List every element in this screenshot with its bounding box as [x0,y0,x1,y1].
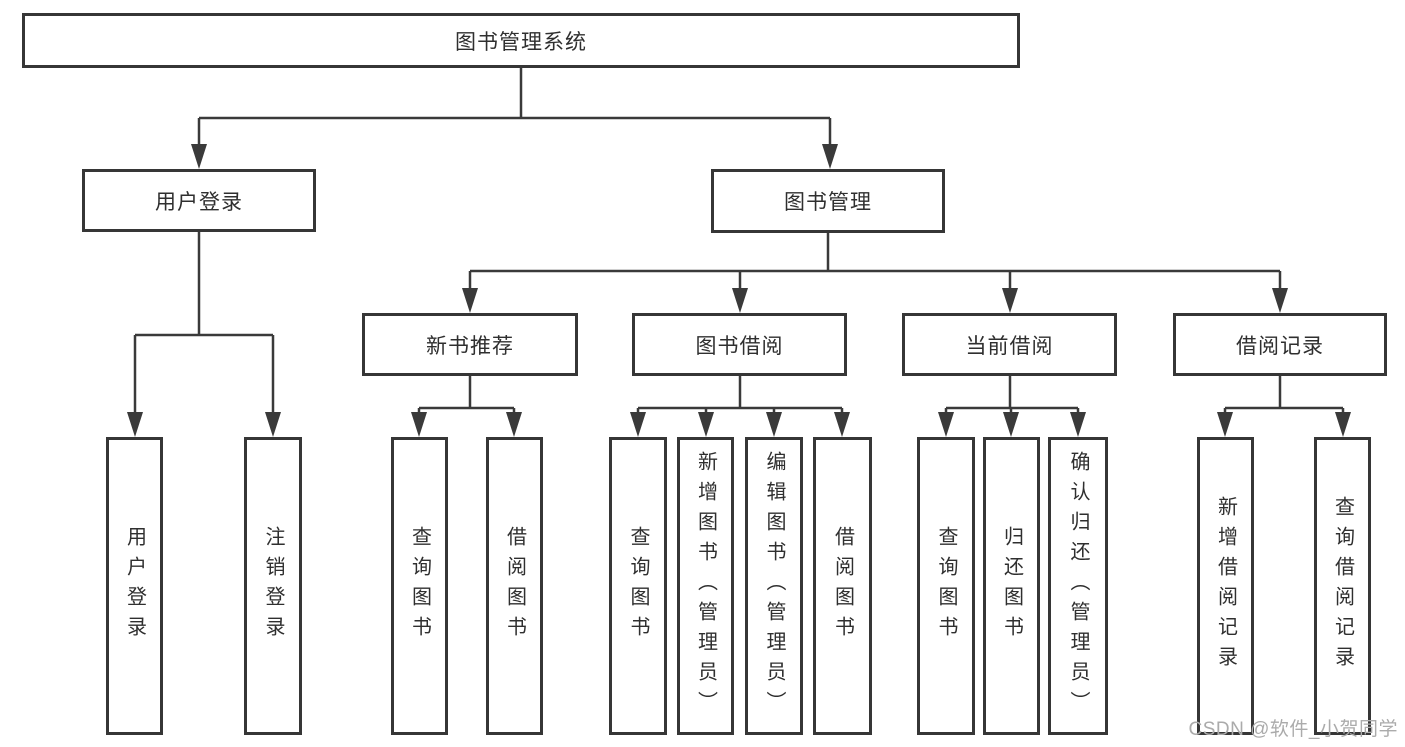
leaf-logout: 注销登录 [244,437,302,735]
leaf-add-book-admin: 新增图书（管理员） [677,437,734,735]
node-book-management: 图书管理 [711,169,945,233]
node-label: 新增图书（管理员） [694,451,717,721]
node-label: 新书推荐 [426,334,514,358]
node-label: 新增借阅记录 [1214,496,1237,676]
node-library-system: 图书管理系统 [22,13,1020,68]
leaf-return-books: 归还图书 [983,437,1040,735]
node-new-book-recommend: 新书推荐 [362,313,578,376]
node-label: 借阅记录 [1236,334,1324,358]
node-label: 查询图书 [935,526,957,646]
leaf-user-login: 用户登录 [106,437,163,735]
node-label: 图书借阅 [695,334,784,358]
node-label: 确认归还（管理员） [1067,451,1089,721]
node-label: 查询图书 [408,526,431,646]
node-label: 图书管理系统 [455,30,587,54]
node-label: 图书管理 [784,191,872,214]
node-label: 当前借阅 [965,334,1054,358]
node-label: 归还图书 [1000,526,1023,646]
node-book-borrow: 图书借阅 [632,313,847,376]
leaf-query-books-recommend: 查询图书 [391,437,448,735]
leaf-add-borrow-record: 新增借阅记录 [1197,437,1254,735]
node-user-login: 用户登录 [82,169,316,232]
leaf-query-books-current: 查询图书 [917,437,975,735]
leaf-query-borrow-record: 查询借阅记录 [1314,437,1371,735]
node-label: 借阅图书 [831,526,854,646]
node-label: 借阅图书 [503,526,526,646]
leaf-query-books-borrow: 查询图书 [609,437,667,735]
leaf-borrow-books-borrow: 借阅图书 [813,437,872,735]
leaf-borrow-books-recommend: 借阅图书 [486,437,543,735]
node-current-borrow: 当前借阅 [902,313,1117,376]
node-label: 编辑图书（管理员） [763,451,785,721]
leaf-edit-book-admin: 编辑图书（管理员） [745,437,803,735]
node-label: 查询借阅记录 [1331,496,1354,676]
node-label: 查询图书 [627,526,649,646]
csdn-watermark: CSDN @软件_小贺同学 [1188,719,1398,740]
leaf-confirm-return-admin: 确认归还（管理员） [1048,437,1108,735]
node-label: 用户登录 [123,526,146,646]
node-label: 用户登录 [155,190,243,214]
node-label: 注销登录 [262,526,284,646]
node-borrow-records: 借阅记录 [1173,313,1387,376]
